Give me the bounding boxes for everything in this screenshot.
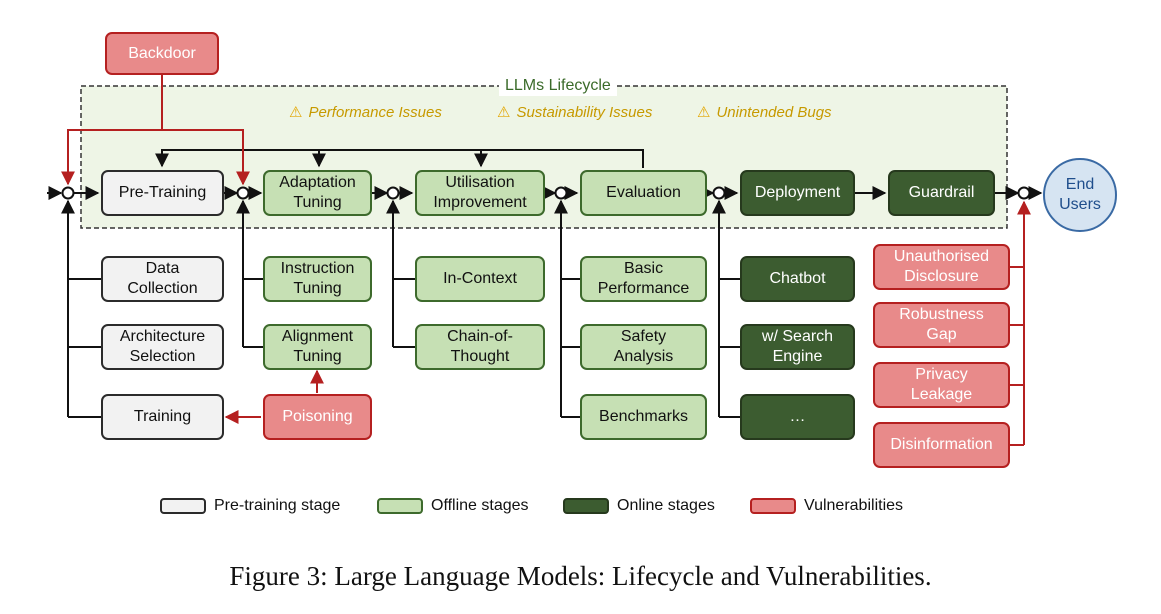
warning-icon: ⚠ [497, 104, 511, 121]
issue-bugs: ⚠ Unintended Bugs [697, 103, 832, 123]
stage-deployment: Deployment [740, 170, 855, 216]
junction [554, 186, 568, 200]
legend-label: Vulnerabilities [804, 497, 904, 514]
issue-label: Sustainability Issues [516, 104, 653, 121]
legend-label: Pre-training stage [214, 497, 341, 514]
issue-performance: ⚠ Performance Issues [289, 103, 442, 123]
legend-label: Offline stages [431, 497, 529, 514]
end-users-node: End Users [1043, 158, 1117, 232]
substep-more: … [740, 394, 855, 440]
substep-search-engine: w/ Search Engine [740, 324, 855, 370]
legend-online: Online stages [563, 496, 715, 516]
vulnerability-robustness-gap: Robustness Gap [873, 302, 1010, 348]
vulnerability-unauthorised-disclosure: Unauthorised Disclosure [873, 244, 1010, 290]
vulnerability-privacy-leakage: Privacy Leakage [873, 362, 1010, 408]
junction [1017, 186, 1031, 200]
substep-safety-analysis: Safety Analysis [580, 324, 707, 370]
legend-swatch [160, 498, 206, 514]
substep-training: Training [101, 394, 224, 440]
legend-swatch [377, 498, 423, 514]
legend-swatch [563, 498, 609, 514]
stage-adaptation-tuning: Adaptation Tuning [263, 170, 372, 216]
substep-chain-of-thought: Chain-of- Thought [415, 324, 545, 370]
lifecycle-title: LLMs Lifecycle [499, 76, 617, 96]
vulnerability-disinformation: Disinformation [873, 422, 1010, 468]
substep-architecture-selection: Architecture Selection [101, 324, 224, 370]
issue-label: Unintended Bugs [716, 104, 832, 121]
legend-swatch [750, 498, 796, 514]
warning-icon: ⚠ [697, 104, 711, 121]
legend-vulnerabilities: Vulnerabilities [750, 496, 903, 516]
vulnerability-poisoning: Poisoning [263, 394, 372, 440]
stage-utilisation-improvement: Utilisation Improvement [415, 170, 545, 216]
legend-label: Online stages [617, 497, 715, 514]
substep-in-context: In-Context [415, 256, 545, 302]
stage-pre-training: Pre-Training [101, 170, 224, 216]
substep-data-collection: Data Collection [101, 256, 224, 302]
issue-label: Performance Issues [308, 104, 442, 121]
figure-caption: Figure 3: Large Language Models: Lifecyc… [229, 561, 932, 591]
junction [236, 186, 250, 200]
substep-benchmarks: Benchmarks [580, 394, 707, 440]
legend-offline: Offline stages [377, 496, 529, 516]
junction [61, 186, 75, 200]
vulnerability-backdoor: Backdoor [105, 32, 219, 75]
junction [712, 186, 726, 200]
stage-guardrail: Guardrail [888, 170, 995, 216]
issue-sustainability: ⚠ Sustainability Issues [497, 103, 652, 123]
stage-evaluation: Evaluation [580, 170, 707, 216]
junction [386, 186, 400, 200]
legend-pre-training: Pre-training stage [160, 496, 340, 516]
substep-basic-performance: Basic Performance [580, 256, 707, 302]
substep-chatbot: Chatbot [740, 256, 855, 302]
warning-icon: ⚠ [289, 104, 303, 121]
substep-alignment-tuning: Alignment Tuning [263, 324, 372, 370]
substep-instruction-tuning: Instruction Tuning [263, 256, 372, 302]
